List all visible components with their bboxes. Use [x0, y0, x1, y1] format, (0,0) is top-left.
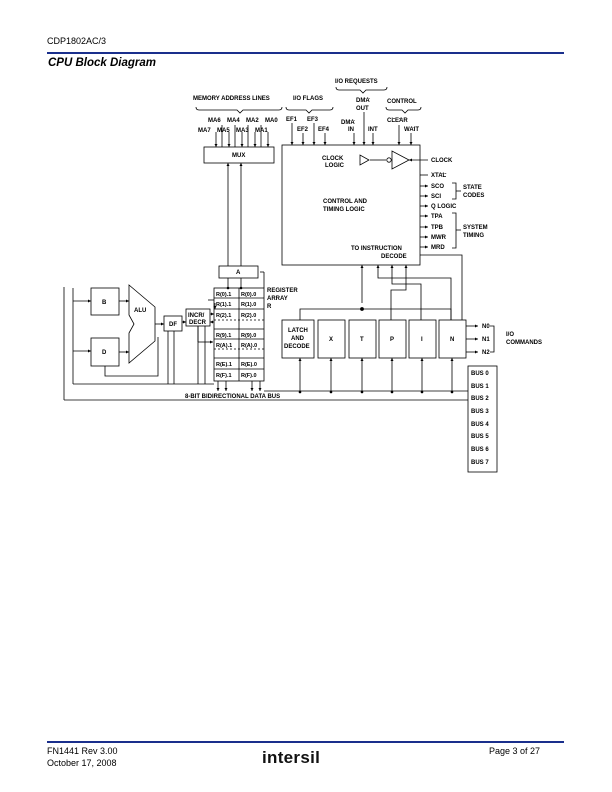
io-commands-label: I/O [506, 332, 514, 338]
bus-line-label: BUS 4 [471, 422, 489, 428]
flag-label: EF3 [307, 117, 319, 123]
register-cell: R(2).0 [241, 313, 256, 319]
signal-label: TPA [431, 214, 443, 220]
flag-label: EF2 [297, 127, 309, 133]
io-requests-label: I/O REQUESTS [335, 79, 378, 85]
b-register-label: B [102, 300, 107, 306]
bus-line-label: BUS 1 [471, 384, 489, 390]
flag-label: EF4 [318, 127, 330, 133]
address-line-bottom: MA7 [198, 128, 211, 134]
register-cell: R(E).0 [241, 362, 257, 368]
register-cell: R(1).0 [241, 302, 256, 308]
instruction-decode-label: TO INSTRUCTION [351, 246, 402, 252]
document-id: CDP1802AC/3 [47, 36, 107, 46]
instruction-decode-label: DECODE [381, 254, 407, 260]
address-line-top: MA0 [265, 118, 278, 124]
register-cell: R(F).1 [216, 373, 232, 379]
signal-label: TPB [431, 225, 444, 231]
incr-decr-label: DECR [189, 320, 207, 326]
decoder-n-label: N [450, 337, 454, 343]
register-cell: R(E).1 [216, 362, 232, 368]
dma-in-label: IN [348, 127, 354, 133]
address-line-bottom: MA3 [236, 128, 249, 134]
latch-decode-label: AND [291, 336, 305, 342]
signal-label: Q LOGIC [431, 204, 457, 210]
dma-out-label: OUT [356, 106, 369, 112]
alu-label: ALU [134, 308, 146, 314]
header-rule [47, 52, 564, 54]
page-number: Page 3 of 27 [489, 746, 541, 756]
dma-out-label: DMA [356, 98, 370, 104]
register-cell: R(0).1 [216, 292, 231, 298]
register-array-label: REGISTER [267, 288, 298, 294]
decoder-i-label: I [421, 337, 423, 343]
latch-decode-label: LATCH [288, 328, 308, 334]
memory-address-lines-label: MEMORY ADDRESS LINES [193, 96, 270, 102]
address-line-top: MA2 [246, 118, 259, 124]
document-number: FN1441 Rev 3.00 [47, 746, 118, 756]
bus-line-label: BUS 5 [471, 434, 489, 440]
state-codes-label: CODES [463, 193, 484, 199]
signal-label: MRD [431, 245, 445, 251]
register-cell: R(9).1 [216, 333, 231, 339]
address-line-bottom: MA1 [255, 128, 268, 134]
document-date: October 17, 2008 [47, 758, 117, 768]
bus-line-label: BUS 3 [471, 409, 489, 415]
register-cell: R(A).0 [241, 343, 257, 349]
bus-line-label: BUS 0 [471, 371, 489, 377]
dma-in-label: DMA [341, 120, 355, 126]
io-line-label: N0 [482, 324, 490, 330]
register-cell: R(A).1 [216, 343, 232, 349]
system-timing-label: TIMING [463, 233, 484, 239]
io-commands-label: COMMANDS [506, 340, 542, 346]
register-cell: R(1).1 [216, 302, 231, 308]
signal-label: CLOCK [431, 158, 453, 164]
signal-label: XTAL [431, 173, 447, 179]
bus-line-label: BUS 2 [471, 396, 489, 402]
int-label: INT [368, 127, 378, 133]
register-array-label: ARRAY [267, 296, 288, 302]
data-bus-label: 8-BIT BIDIRECTIONAL DATA BUS [185, 394, 280, 400]
incr-decr-label: INCR/ [188, 313, 205, 319]
control-timing-label: CONTROL AND [323, 199, 368, 205]
address-line-top: MA4 [227, 118, 240, 124]
decoder-x-label: X [329, 337, 333, 343]
wait-label: WAIT [404, 127, 419, 133]
io-line-label: N1 [482, 337, 490, 343]
a-register-label: A [236, 270, 241, 276]
control-timing-label: TIMING LOGIC [323, 207, 365, 213]
d-register-label: D [102, 350, 107, 356]
decoder-t-label: T [360, 337, 364, 343]
latch-decode-label: DECODE [284, 344, 310, 350]
address-line-bottom: MA5 [217, 128, 230, 134]
df-label: DF [169, 322, 177, 328]
state-codes-label: STATE [463, 185, 482, 191]
register-array-label: R [267, 304, 272, 310]
bus-line-label: BUS 6 [471, 447, 489, 453]
signal-label: MWR [431, 235, 447, 241]
register-cell: R(F).0 [241, 373, 257, 379]
io-flags-label: I/O FLAGS [293, 96, 323, 102]
register-cell: R(0).0 [241, 292, 256, 298]
decoder-p-label: P [390, 337, 394, 343]
bus-line-label: BUS 7 [471, 460, 489, 466]
control-label: CONTROL [387, 99, 417, 105]
clear-label: CLEAR [387, 118, 408, 124]
intersil-logo: intersil [262, 748, 321, 767]
io-line-label: N2 [482, 350, 490, 356]
footer-rule [47, 741, 564, 743]
flag-label: EF1 [286, 117, 298, 123]
clock-logic-label: LOGIC [325, 163, 345, 169]
address-line-top: MA6 [208, 118, 221, 124]
register-cell: R(2).1 [216, 313, 231, 319]
register-cell: R(9).0 [241, 333, 256, 339]
system-timing-label: SYSTEM [463, 225, 488, 231]
mux-label: MUX [232, 153, 245, 159]
signal-label: SCI [431, 194, 441, 200]
page-title: CPU Block Diagram [48, 57, 157, 69]
clock-logic-label: CLOCK [322, 156, 344, 162]
signal-label: SCO [431, 184, 444, 190]
